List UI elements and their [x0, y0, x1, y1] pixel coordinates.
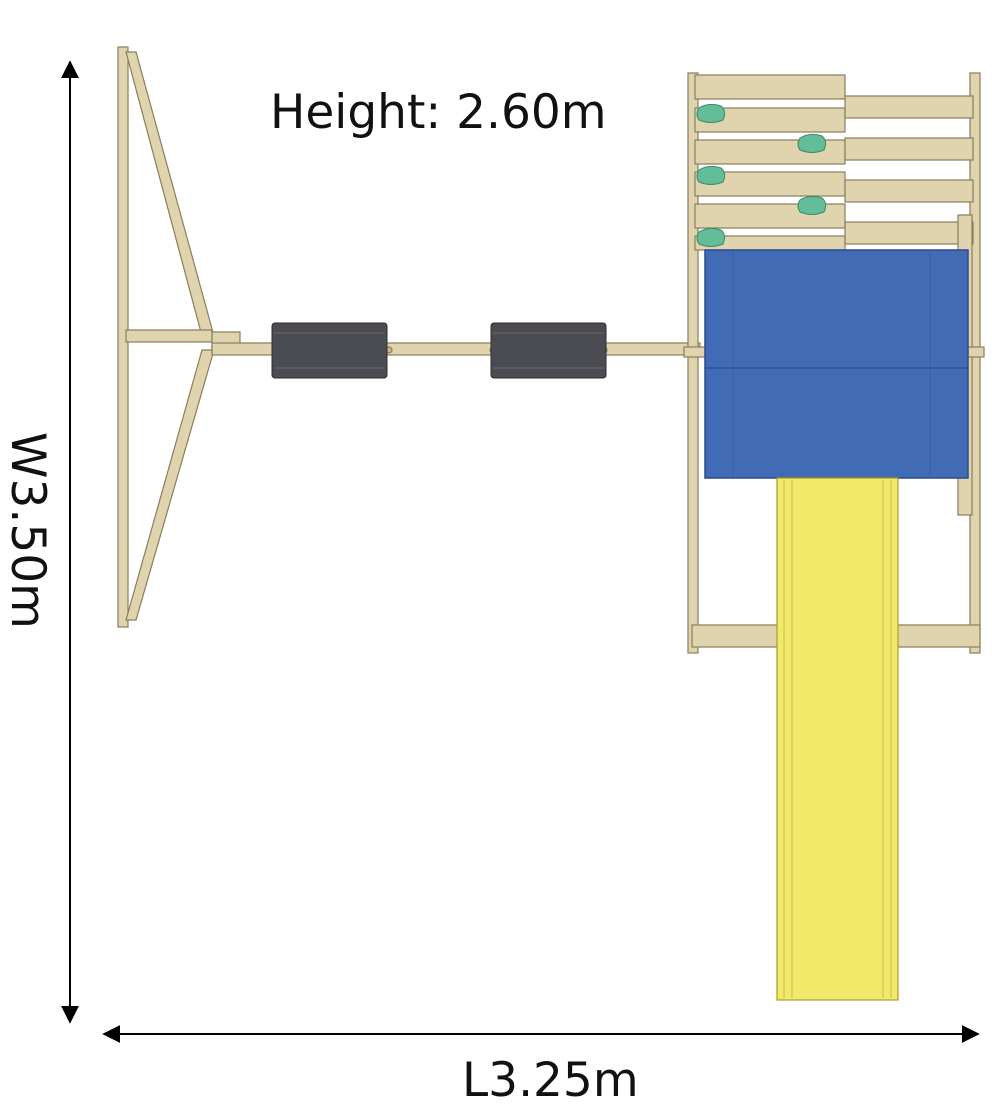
swing-seat: [490, 322, 607, 379]
roof-canopy: [704, 249, 969, 479]
climbing-hold: [696, 103, 726, 123]
a-frame-swing-leg: [117, 46, 241, 628]
swing-seat: [271, 322, 388, 379]
climbing-hold: [696, 165, 726, 185]
climbing-hold: [797, 195, 827, 215]
slide: [776, 477, 899, 1001]
length-label: L3.25m: [462, 1053, 639, 1108]
height-label: Height: 2.60m: [270, 85, 607, 140]
climbing-hold: [797, 133, 827, 153]
climbing-hold: [696, 227, 726, 247]
width-label: W3.50m: [0, 432, 55, 629]
